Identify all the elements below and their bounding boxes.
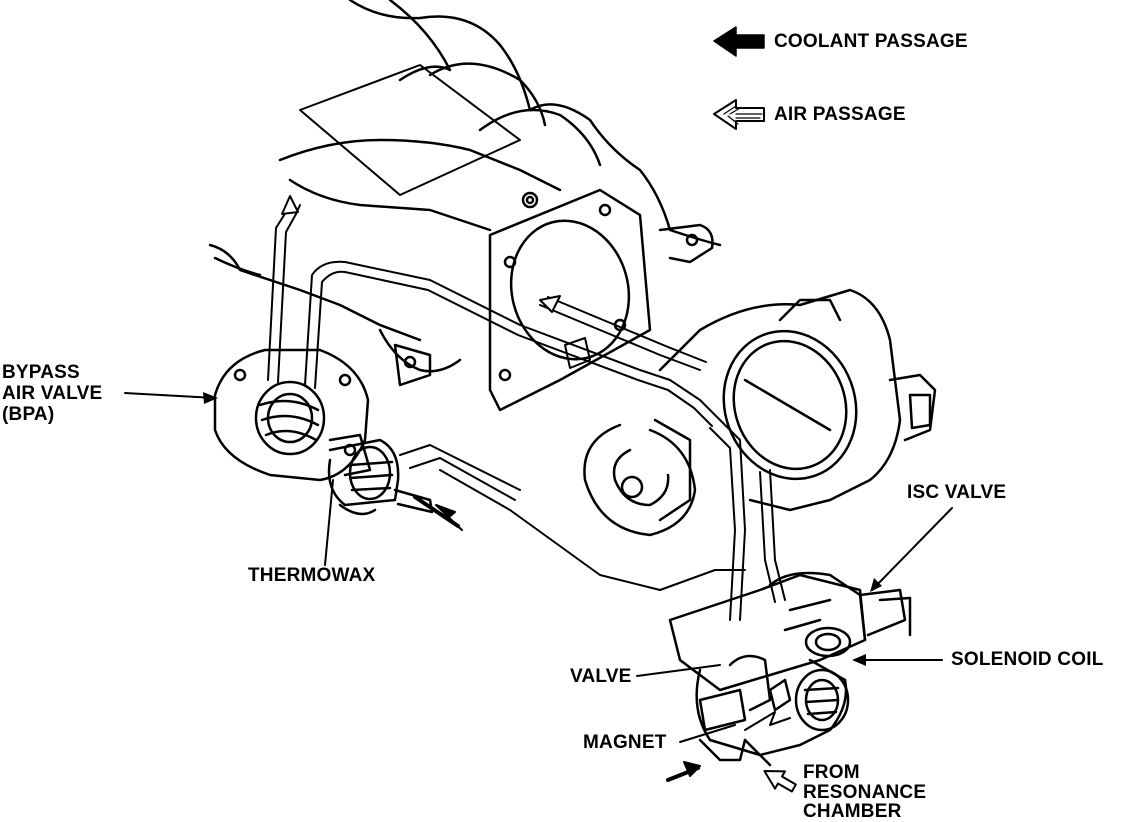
air-passage-line	[539, 296, 707, 371]
bpa-label-line2: AIR VALVE	[2, 383, 103, 404]
leader-lines	[124, 392, 953, 743]
legend-coolant-label: COOLANT PASSAGE	[774, 31, 968, 52]
isc-valve-body	[668, 571, 912, 767]
legend-air-label: AIR PASSAGE	[774, 104, 906, 125]
leader-arrowheads	[203, 392, 882, 666]
throttle-linkage	[583, 418, 697, 537]
from-resonance-label-line1: FROM	[803, 762, 860, 783]
valve-label: VALVE	[570, 666, 632, 687]
flow-arrows	[281, 195, 797, 793]
from-resonance-label-line2: RESONANCE	[803, 782, 927, 803]
thermowax-label: THERMOWAX	[248, 565, 376, 586]
isc-valve-label: ISC VALVE	[907, 482, 1007, 503]
coolant-tubes	[267, 199, 786, 621]
from-resonance-label-line3: CHAMBER	[803, 801, 902, 822]
legend-air-arrow	[713, 99, 765, 130]
magnet-label: MAGNET	[583, 732, 667, 753]
throttle-flange	[488, 188, 652, 412]
solenoid-coil-label: SOLENOID COIL	[951, 649, 1104, 670]
legend-coolant-arrow	[713, 26, 765, 57]
bpa-label-line1: BYPASS	[2, 362, 80, 383]
bpa-label-line3: (BPA)	[2, 404, 55, 425]
intake-manifold	[208, 0, 722, 387]
throttle-body	[658, 288, 937, 512]
